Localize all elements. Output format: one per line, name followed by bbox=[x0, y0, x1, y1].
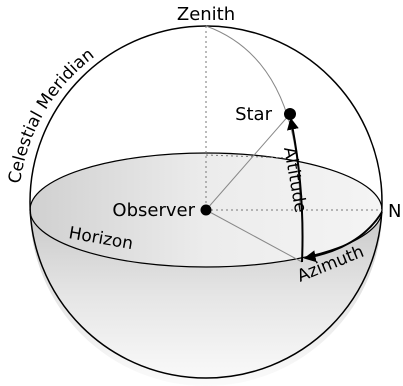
star-projection-line bbox=[205, 154, 291, 159]
north-label: N bbox=[388, 201, 401, 222]
azimuth-arrow bbox=[303, 211, 383, 263]
altitude-arrow bbox=[286, 117, 304, 263]
celestial-meridian-label: Celestial Meridian bbox=[5, 45, 98, 185]
observer-point bbox=[200, 204, 212, 216]
observer-azimuth-line bbox=[205, 209, 303, 263]
lower-hemisphere bbox=[30, 210, 382, 386]
observer-label: Observer bbox=[112, 200, 195, 221]
observer-star-line bbox=[205, 113, 291, 211]
star-point bbox=[284, 108, 296, 120]
celestial-meridian-text: Celestial Meridian bbox=[5, 45, 98, 185]
zenith-label: Zenith bbox=[177, 4, 235, 25]
star-label: Star bbox=[235, 104, 273, 125]
